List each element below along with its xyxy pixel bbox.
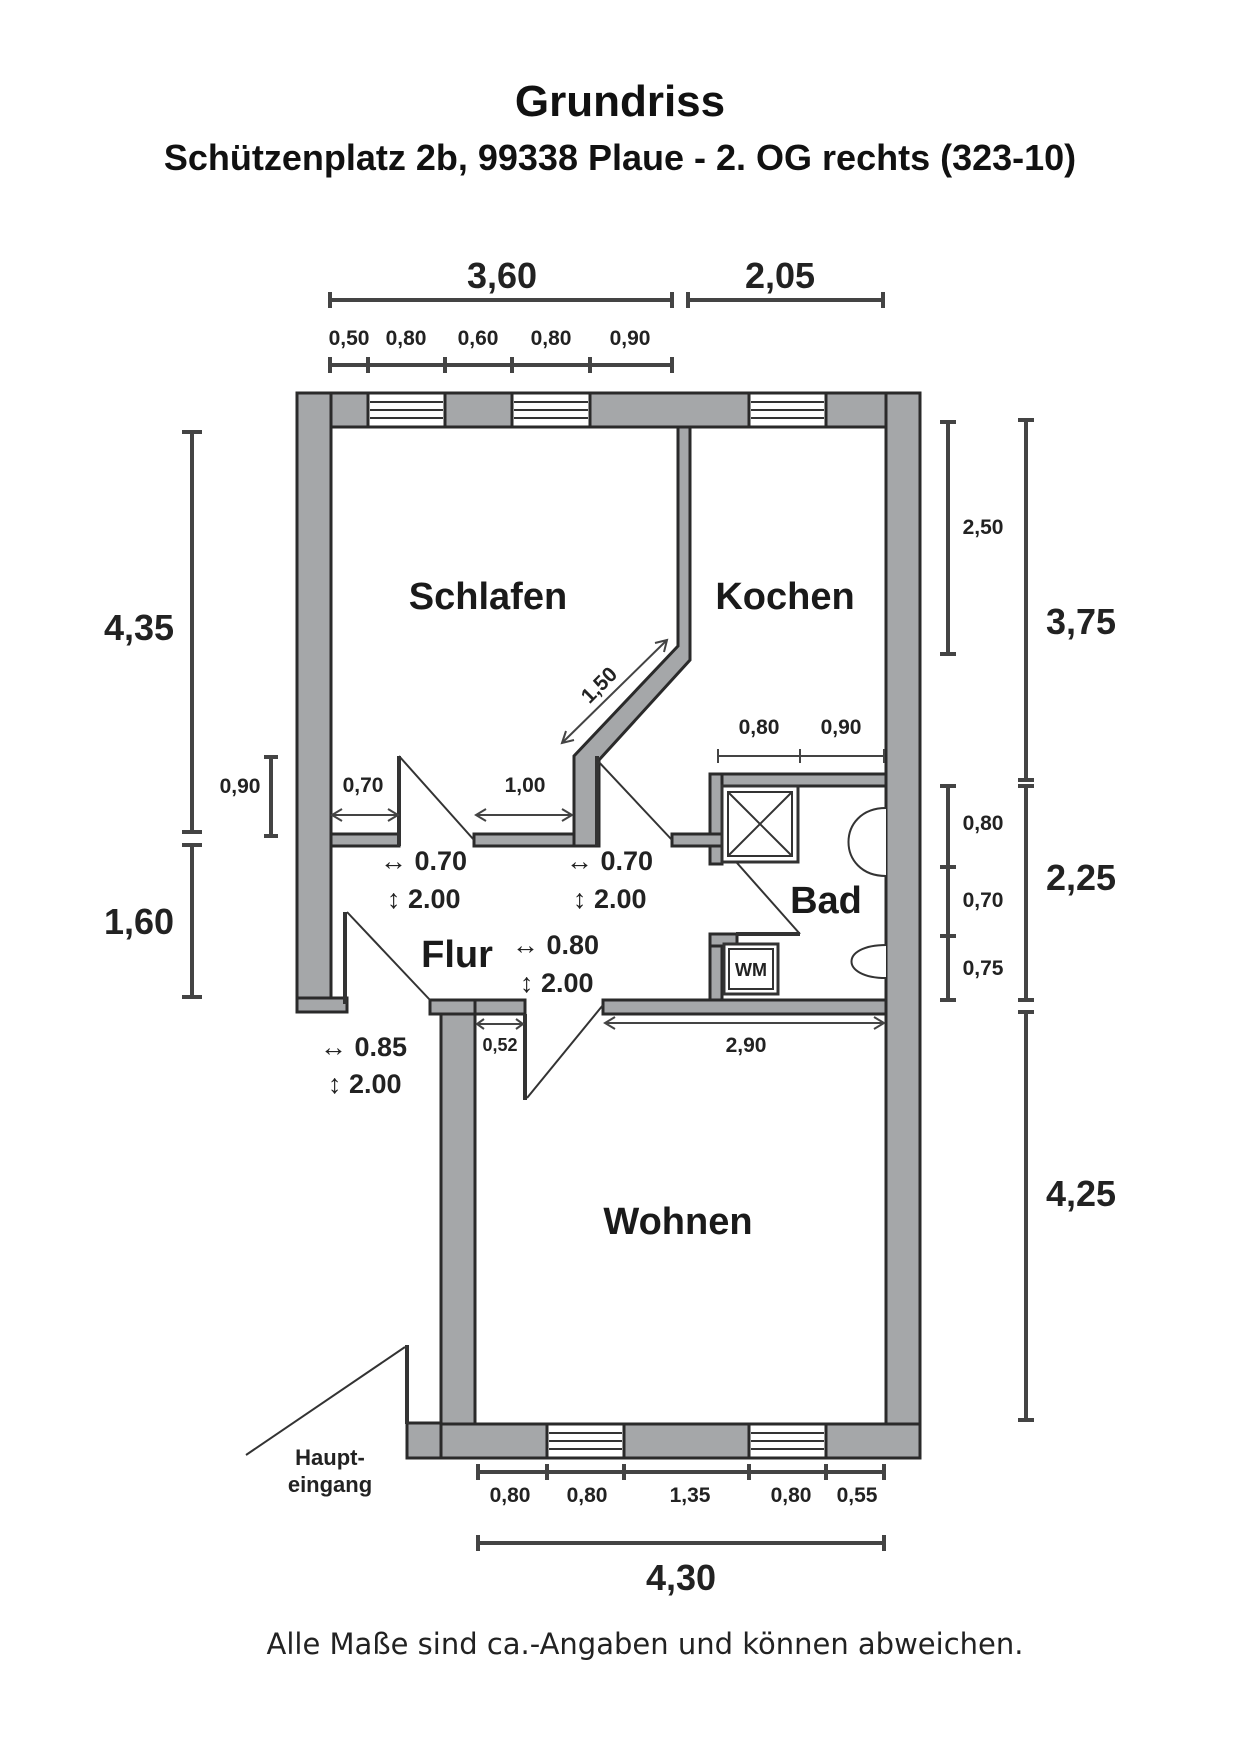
- dim-left-small: 0,90: [220, 775, 261, 798]
- dim-schlafen-wall-right: 1,00: [505, 774, 546, 797]
- dim-top-total-right: 2,05: [745, 255, 815, 296]
- dim-right-bad-seg-3: 0,75: [963, 957, 1004, 980]
- wall-left-lower: [439, 998, 477, 1460]
- wall-right: [884, 391, 922, 1460]
- dimension-lines: [182, 292, 1034, 1551]
- window-schlafen-2: [510, 391, 592, 429]
- door-size-schlafen-width: ↔ 0.70: [380, 846, 467, 876]
- wall-bad-top: [708, 772, 888, 788]
- wall-entrance-step: [405, 1421, 443, 1460]
- door-kochen: [595, 756, 673, 846]
- dim-kochen-bad-left: 0,80: [739, 716, 780, 739]
- dim-left-lower: 1,60: [104, 901, 174, 942]
- page-title: Grundriss: [515, 77, 725, 126]
- washing-machine-label: WM: [735, 960, 767, 980]
- wall-flur-left-jamb: [295, 996, 349, 1014]
- wall-partition-diagonal: [572, 425, 692, 848]
- page-subtitle: Schützenplatz 2b, 99338 Plaue - 2. OG re…: [164, 137, 1076, 178]
- door-size-entrance-height: ↕ 2.00: [328, 1069, 402, 1099]
- room-label-wohnen: Wohnen: [603, 1201, 752, 1243]
- door-size-entrance-width: ↔ 0.85: [320, 1032, 407, 1062]
- toilet-icon: [850, 944, 887, 979]
- door-size-kochen-height: ↕ 2.00: [573, 884, 647, 914]
- room-label-schlafen: Schlafen: [409, 576, 567, 618]
- door-size-kochen-width: ↔ 0.70: [566, 846, 653, 876]
- shower-icon: [720, 784, 800, 864]
- dim-flur-stub: 0,52: [482, 1035, 517, 1055]
- dim-top-seg-1: 0,50: [329, 327, 370, 350]
- wall-bad-left-stub: [670, 832, 724, 848]
- room-label-kochen: Kochen: [715, 576, 854, 618]
- dim-left-upper: 4,35: [104, 607, 174, 648]
- dim-top-seg-4: 0,80: [531, 327, 572, 350]
- wall-flur-bottom-stub: [473, 998, 527, 1016]
- door-wohnen: [523, 1004, 604, 1100]
- door-size-wohnen-width: ↔ 0.80: [512, 930, 599, 960]
- dim-top-seg-3: 0,60: [458, 327, 499, 350]
- dim-right-lower: 4,25: [1046, 1173, 1116, 1214]
- footer-note: Alle Maße sind ca.-Angaben und können ab…: [267, 1627, 1024, 1661]
- door-size-wohnen-height: ↕ 2.00: [520, 968, 594, 998]
- dim-bottom-seg-5: 0,55: [837, 1484, 878, 1507]
- dim-wohnen-wall: 2,90: [726, 1034, 767, 1057]
- dim-kochen-bad-right: 0,90: [821, 716, 862, 739]
- wall-left-upper: [295, 391, 333, 1013]
- dim-schlafen-wall-left: 0,70: [343, 774, 384, 797]
- dim-bottom-seg-3: 1,35: [670, 1484, 711, 1507]
- washing-machine-icon: [722, 942, 780, 996]
- dim-right-upper: 3,75: [1046, 601, 1116, 642]
- fixtures: WM: [720, 784, 887, 996]
- door-flur-entrance: [343, 911, 431, 1004]
- dim-bottom-total: 4,30: [646, 1557, 716, 1598]
- dim-bottom-seg-4: 0,80: [771, 1484, 812, 1507]
- doors: [245, 755, 801, 1456]
- window-schlafen-1: [366, 391, 447, 429]
- room-label-flur: Flur: [421, 934, 493, 976]
- dim-top-seg-5: 0,90: [610, 327, 651, 350]
- wall-flur-bottom-left: [428, 998, 477, 1016]
- dim-right-bad-seg-1: 0,80: [963, 812, 1004, 835]
- dim-bottom-seg-1: 0,80: [490, 1484, 531, 1507]
- walls: [295, 391, 922, 1460]
- dim-right-bad: 2,25: [1046, 857, 1116, 898]
- wall-bad-left-upper: [708, 772, 724, 866]
- wall-bottom: [439, 1422, 922, 1460]
- door-size-schlafen-height: ↕ 2.00: [387, 884, 461, 914]
- door-haupteingang: [245, 1345, 409, 1456]
- dim-diagonal: 1,50: [577, 663, 622, 708]
- window-kochen: [747, 391, 828, 429]
- windows: [366, 391, 828, 1460]
- entrance-label-line-2: eingang: [288, 1472, 372, 1497]
- dim-top-total-left: 3,60: [467, 255, 537, 296]
- dim-right-small-top: 2,50: [963, 516, 1004, 539]
- room-label-bad: Bad: [790, 880, 862, 922]
- window-wohnen-2: [747, 1422, 828, 1460]
- door-schlafen: [397, 755, 475, 846]
- wall-schlafen-bottom-right: [472, 832, 576, 848]
- window-wohnen-1: [545, 1422, 626, 1460]
- dim-bottom-seg-2: 0,80: [567, 1484, 608, 1507]
- dim-right-bad-seg-2: 0,70: [963, 889, 1004, 912]
- dim-top-seg-2: 0,80: [386, 327, 427, 350]
- sink-icon: [847, 807, 887, 877]
- entrance-label-line-1: Haupt-: [295, 1445, 365, 1470]
- wall-wohnen-top: [601, 998, 888, 1016]
- wall-schlafen-bottom-left: [329, 832, 401, 848]
